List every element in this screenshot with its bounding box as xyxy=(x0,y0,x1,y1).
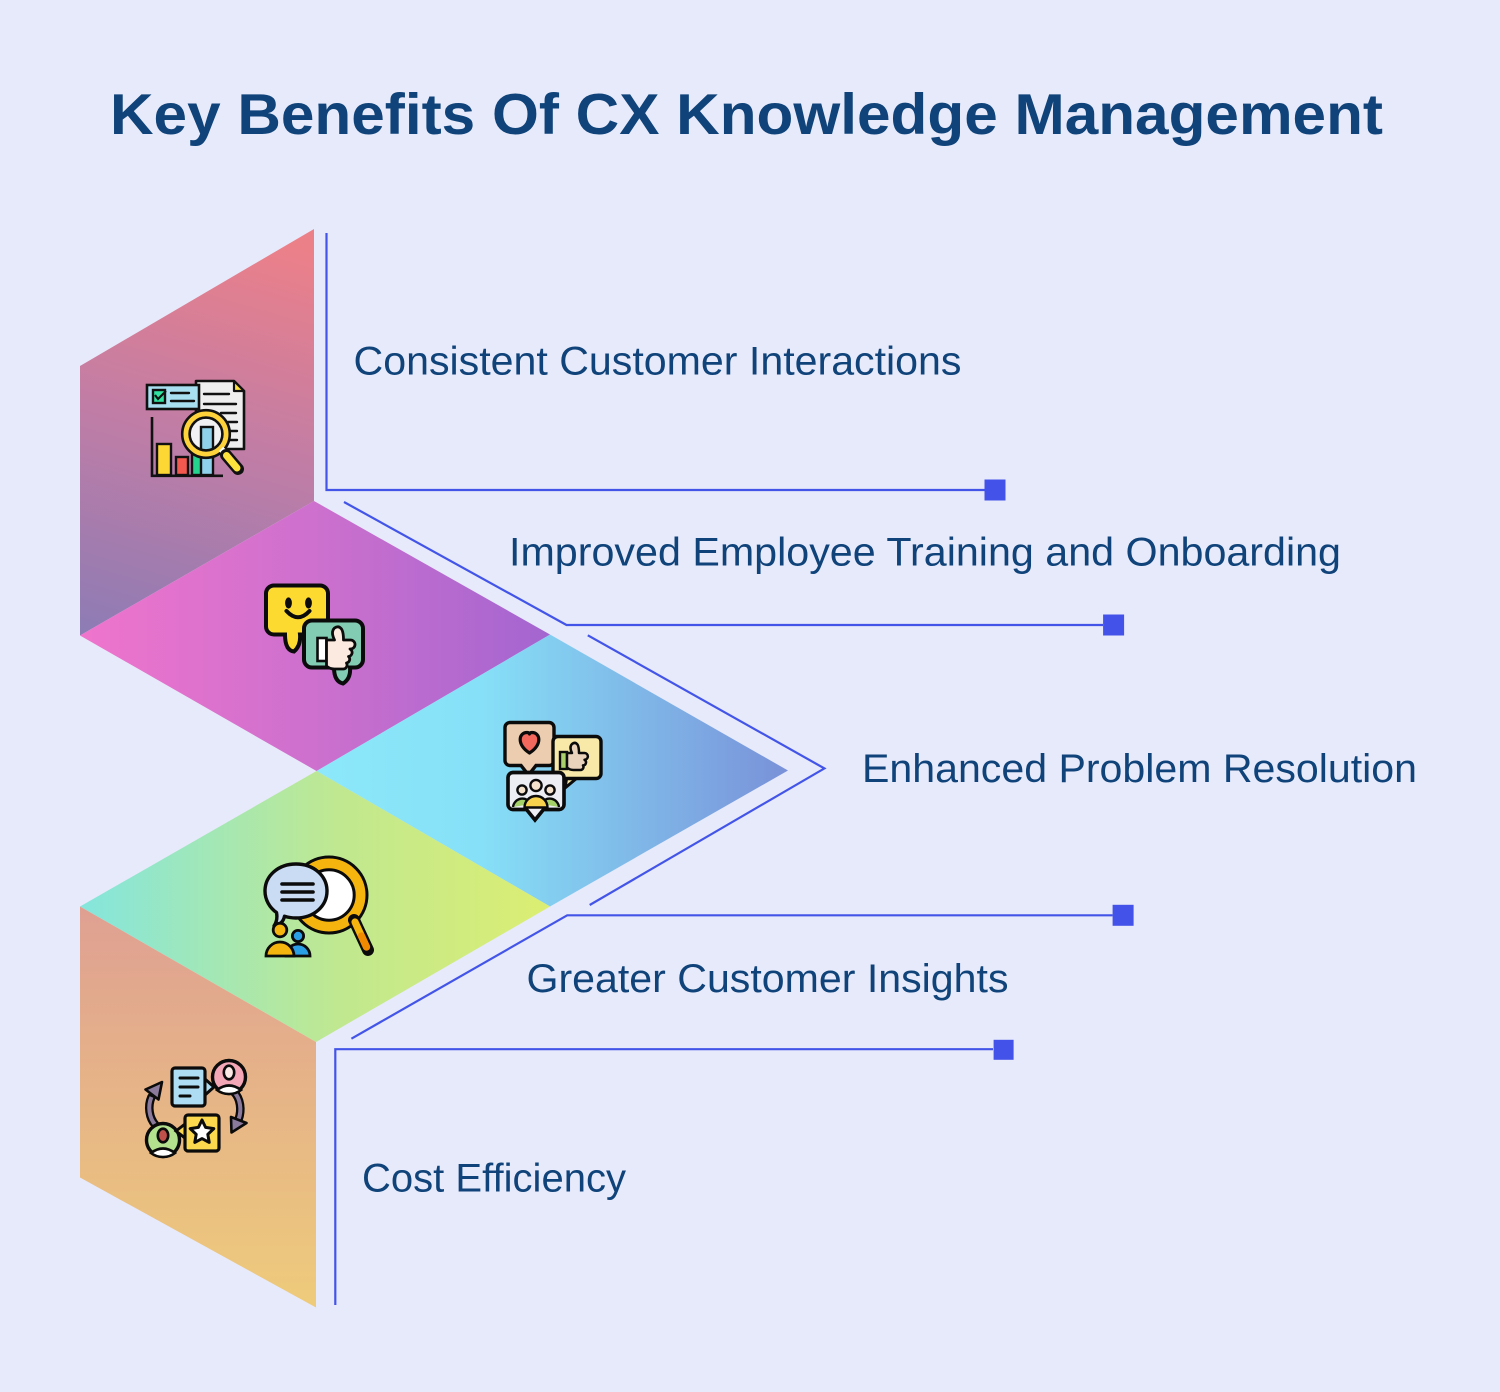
svg-text:Consistent Customer Interactio: Consistent Customer Interactions xyxy=(354,340,962,384)
svg-text:Cost Efficiency: Cost Efficiency xyxy=(362,1157,626,1201)
svg-text:Key Benefits Of CX Knowledge M: Key Benefits Of CX Knowledge Management xyxy=(110,83,1383,147)
svg-text:Enhanced Problem Resolution: Enhanced Problem Resolution xyxy=(862,747,1417,791)
svg-text:Improved Employee Training and: Improved Employee Training and Onboardin… xyxy=(509,531,1341,575)
svg-text:Greater Customer Insights: Greater Customer Insights xyxy=(527,957,1009,1001)
